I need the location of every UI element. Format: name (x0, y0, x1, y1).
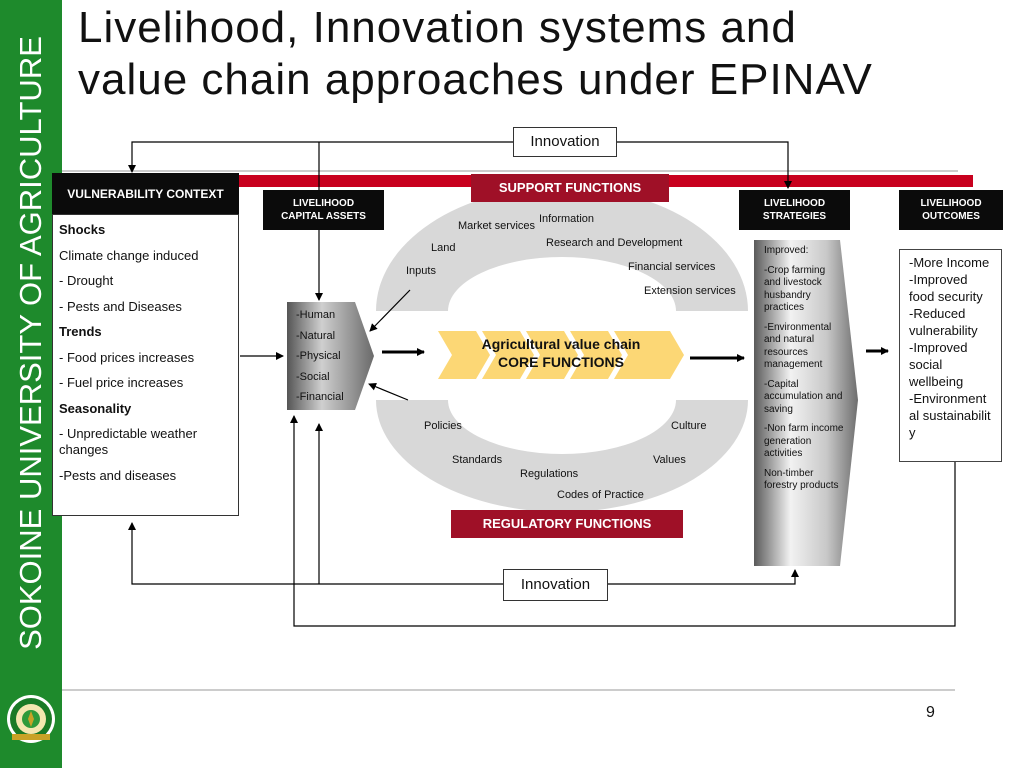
capital-assets-shape (287, 302, 374, 410)
support-item-land: Land (431, 242, 456, 254)
core-chevron-2 (482, 331, 534, 379)
core-chevron-3 (526, 331, 578, 379)
support-ring (376, 187, 748, 311)
regulatory-item-standards: Standards (452, 454, 503, 466)
outcome-item: -More Income (909, 255, 990, 270)
strategies-list: Improved: -Crop farming and livestock hu… (764, 245, 844, 500)
strategy-item: -Environmental and natural resources man… (764, 321, 832, 371)
arrow-regulatory-to-assets (368, 382, 409, 401)
connector-bottom-right (608, 569, 799, 585)
sidebar: SOKOINE UNIVERSITY OF AGRICULTURE (0, 0, 62, 768)
strategy-item: -Capital accumulation and saving (764, 378, 843, 415)
asset-item: -Natural (296, 329, 336, 342)
support-item-information: Information (539, 213, 595, 225)
asset-item: -Social (296, 370, 330, 383)
strategies-header-line2: STRATEGIES (762, 211, 827, 222)
capital-assets-header-line2: CAPITAL ASSETS (281, 211, 366, 222)
arrow-support-to-assets (369, 289, 411, 332)
strategy-item: Improved: (764, 245, 809, 256)
vuln-item: Climate change induced (59, 247, 199, 263)
capital-assets-header-line1: LIVELIHOOD (292, 198, 355, 209)
vuln-item: - Food prices increases (59, 349, 195, 365)
outcomes-box: -More Income -Improved food security -Re… (899, 249, 1002, 462)
strategy-item: -Crop farming and livestock husbandry pr… (764, 264, 826, 314)
outcome-item: -Environmental sustainability (909, 391, 991, 440)
strategy-item: Non-timber forestry products (764, 467, 839, 492)
capital-assets-header: LIVELIHOOD CAPITAL ASSETS (263, 190, 384, 230)
outcomes-header-line1: LIVELIHOOD (920, 198, 982, 209)
vuln-item: Seasonality (59, 400, 132, 416)
vuln-item: Trends (59, 324, 102, 339)
title-line-1: Livelihood, Innovation systems and (78, 3, 797, 52)
title-line-2: value chain approaches under EPINAV (78, 55, 873, 104)
outcomes-header-line2: OUTCOMES (922, 211, 980, 222)
vuln-item: - Unpredictable weather changes (59, 426, 198, 457)
regulatory-functions-title: REGULATORY FUNCTIONS (451, 510, 683, 538)
support-item-financial: Financial services (628, 261, 716, 273)
core-line2: CORE FUNCTIONS (498, 354, 624, 370)
regulatory-ring (376, 400, 748, 512)
strategies-shape (754, 240, 858, 566)
vuln-item: - Pests and Diseases (59, 298, 182, 314)
vulnerability-header: VULNERABILITY CONTEXT (52, 173, 239, 215)
innovation-bottom-box: Innovation (503, 569, 608, 601)
connector-innovation-left (128, 141, 513, 173)
connector-bottom-left (128, 522, 503, 585)
page-number: 9 (926, 704, 935, 721)
strategy-item: -Non farm income generation activities (764, 423, 844, 459)
vuln-item: - Fuel price increases (59, 375, 184, 390)
page-title: Livelihood, Innovation systems and value… (78, 2, 998, 106)
regulatory-item-codes: Codes of Practice (557, 489, 644, 501)
regulatory-item-policies: Policies (424, 420, 462, 432)
vuln-item: Shocks (59, 222, 106, 237)
support-item-market-services: Market services (458, 220, 536, 232)
university-seal-icon (7, 695, 55, 743)
core-chevron-1 (438, 331, 490, 379)
innovation-top-box: Innovation (513, 127, 617, 157)
vuln-item: -Pests and diseases (59, 467, 177, 483)
core-chevron-4 (570, 331, 622, 379)
support-item-extension: Extension services (644, 285, 736, 297)
core-line1: Agricultural value chain (481, 336, 641, 352)
support-item-inputs: Inputs (406, 265, 436, 277)
outcome-item: -Reduced vulnerability (909, 306, 978, 338)
asset-item: -Human (296, 309, 336, 321)
vuln-item: - Drought (59, 273, 114, 288)
feedback-loop (290, 415, 956, 627)
asset-item: -Financial (296, 391, 344, 403)
capital-assets-list: -Human -Natural -Physical -Social -Finan… (296, 309, 360, 412)
regulatory-item-culture: Culture (671, 420, 707, 432)
core-functions-label: Agricultural value chain CORE FUNCTIONS (438, 335, 684, 371)
core-chevron-6 (640, 331, 684, 379)
asset-item: -Physical (296, 350, 341, 362)
strategies-header: LIVELIHOOD STRATEGIES (739, 190, 850, 230)
regulatory-item-values: Values (653, 454, 686, 466)
support-functions-title: SUPPORT FUNCTIONS (471, 174, 669, 202)
support-item-research: Research and Development (546, 237, 683, 249)
outcomes-header: LIVELIHOOD OUTCOMES (899, 190, 1003, 230)
regulatory-item-regulations: Regulations (520, 468, 579, 480)
outcome-item: -Improved social wellbeing (909, 340, 968, 389)
vulnerability-box: Shocks Climate change induced - Drought … (52, 214, 239, 516)
outcome-item: -Improved food security (909, 272, 983, 304)
strategies-header-line1: LIVELIHOOD (763, 198, 826, 209)
connector-innovation-right (617, 141, 792, 189)
